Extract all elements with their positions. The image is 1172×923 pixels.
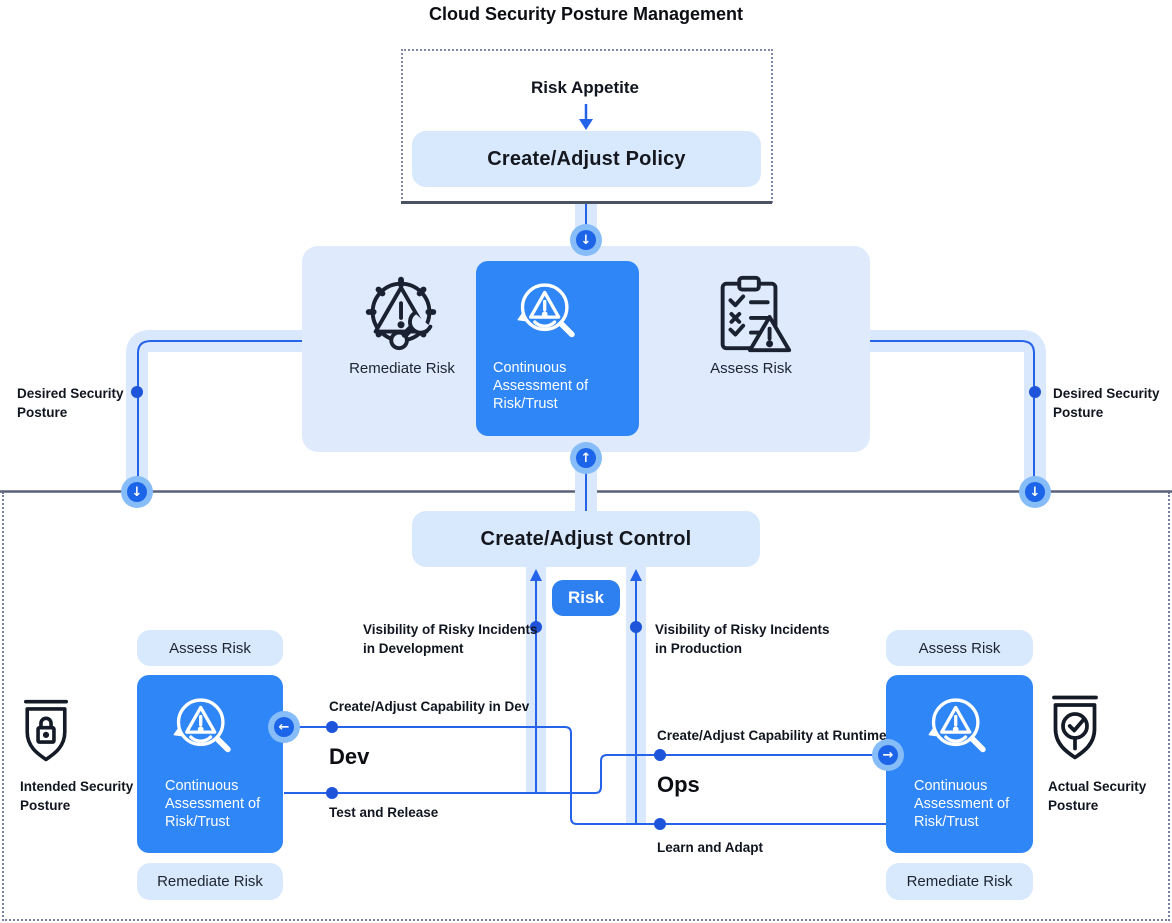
risk-badge-label: Risk <box>568 588 604 607</box>
dev-remediate-risk-label: Remediate Risk <box>157 873 263 890</box>
ops-cart-text: Continuous Assessment of Risk/Trust <box>914 778 1010 830</box>
dev-cart-text: Continuous Assessment of Risk/Trust <box>165 778 261 830</box>
ops-cart-box <box>886 675 1033 853</box>
arrow-left-icon: ← <box>274 717 294 737</box>
test-release-to-runtime-line <box>284 754 886 794</box>
test-release-label: Test and Release <box>329 805 439 820</box>
policy-to-hub-port: ↓ <box>570 224 602 256</box>
into-ops-cart-port: → <box>872 739 904 771</box>
remediate-risk-icon <box>365 276 437 351</box>
dev-label: Dev <box>329 744 370 769</box>
assess-risk-label: Assess Risk <box>710 360 792 377</box>
ops-assess-risk-label: Assess Risk <box>918 639 1001 657</box>
capability-dev-label: Create/Adjust Capability in Dev <box>329 699 530 714</box>
visibility-dev-arrowhead <box>530 569 542 581</box>
risk-appetite-arrowhead <box>579 119 593 130</box>
arrow-down-icon: ↓ <box>1025 482 1045 502</box>
policy-dashed-region <box>401 49 773 203</box>
junction-dots <box>131 386 1041 830</box>
risk-appetite-label: Risk Appetite <box>530 78 639 97</box>
devops-loop-lines <box>284 726 886 825</box>
arrow-up-icon: ↑ <box>576 448 596 468</box>
desired-right-port: ↓ <box>1019 476 1051 508</box>
learn-adapt-label: Learn and Adapt <box>657 840 764 855</box>
learn-adapt-to-dev-line <box>284 726 886 825</box>
runtime-dotted-region <box>2 492 1170 921</box>
ops-label: Ops <box>657 772 700 797</box>
ops-remediate-risk-box: Remediate Risk <box>886 863 1033 900</box>
dev-cart-box <box>137 675 283 853</box>
create-adjust-policy-label: Create/Adjust Policy <box>487 147 686 170</box>
pipe-center-lines <box>137 204 1035 824</box>
arrow-down-icon: ↓ <box>127 482 147 502</box>
arrow-down-icon: ↓ <box>576 230 596 250</box>
create-adjust-control-label: Create/Adjust Control <box>480 527 692 550</box>
actual-posture-shield-check-icon <box>1052 695 1098 760</box>
risk-badge: Risk <box>552 580 620 616</box>
cart-center-text: Continuous Assessment of Risk/Trust <box>493 360 589 412</box>
dev-cart-icon <box>173 698 231 753</box>
capability-runtime-label: Create/Adjust Capability at Runtime <box>657 728 887 743</box>
remediate-risk-label: Remediate Risk <box>349 360 455 377</box>
ops-remediate-risk-label: Remediate Risk <box>906 873 1013 890</box>
visibility-prod-arrowhead <box>630 569 642 581</box>
dev-assess-risk-box: Assess Risk <box>137 630 283 666</box>
ops-cart-icon <box>928 698 986 753</box>
assess-risk-icon <box>720 275 792 353</box>
cart-center-icon <box>517 283 575 338</box>
dev-assess-risk-label: Assess Risk <box>169 639 251 657</box>
into-dev-cart-port: ← <box>268 711 300 743</box>
intended-posture-shield-lock-icon <box>23 699 69 762</box>
ops-assess-risk-box: Assess Risk <box>886 630 1033 666</box>
arrow-right-icon: → <box>878 745 898 765</box>
create-adjust-control-box: Create/Adjust Control <box>412 511 760 567</box>
create-adjust-policy-box: Create/Adjust Policy <box>412 131 761 187</box>
dev-remediate-risk-box: Remediate Risk <box>137 863 283 900</box>
control-to-hub-port: ↑ <box>570 442 602 474</box>
desired-left-port: ↓ <box>121 476 153 508</box>
page-title: Cloud Security Posture Management <box>428 4 744 24</box>
